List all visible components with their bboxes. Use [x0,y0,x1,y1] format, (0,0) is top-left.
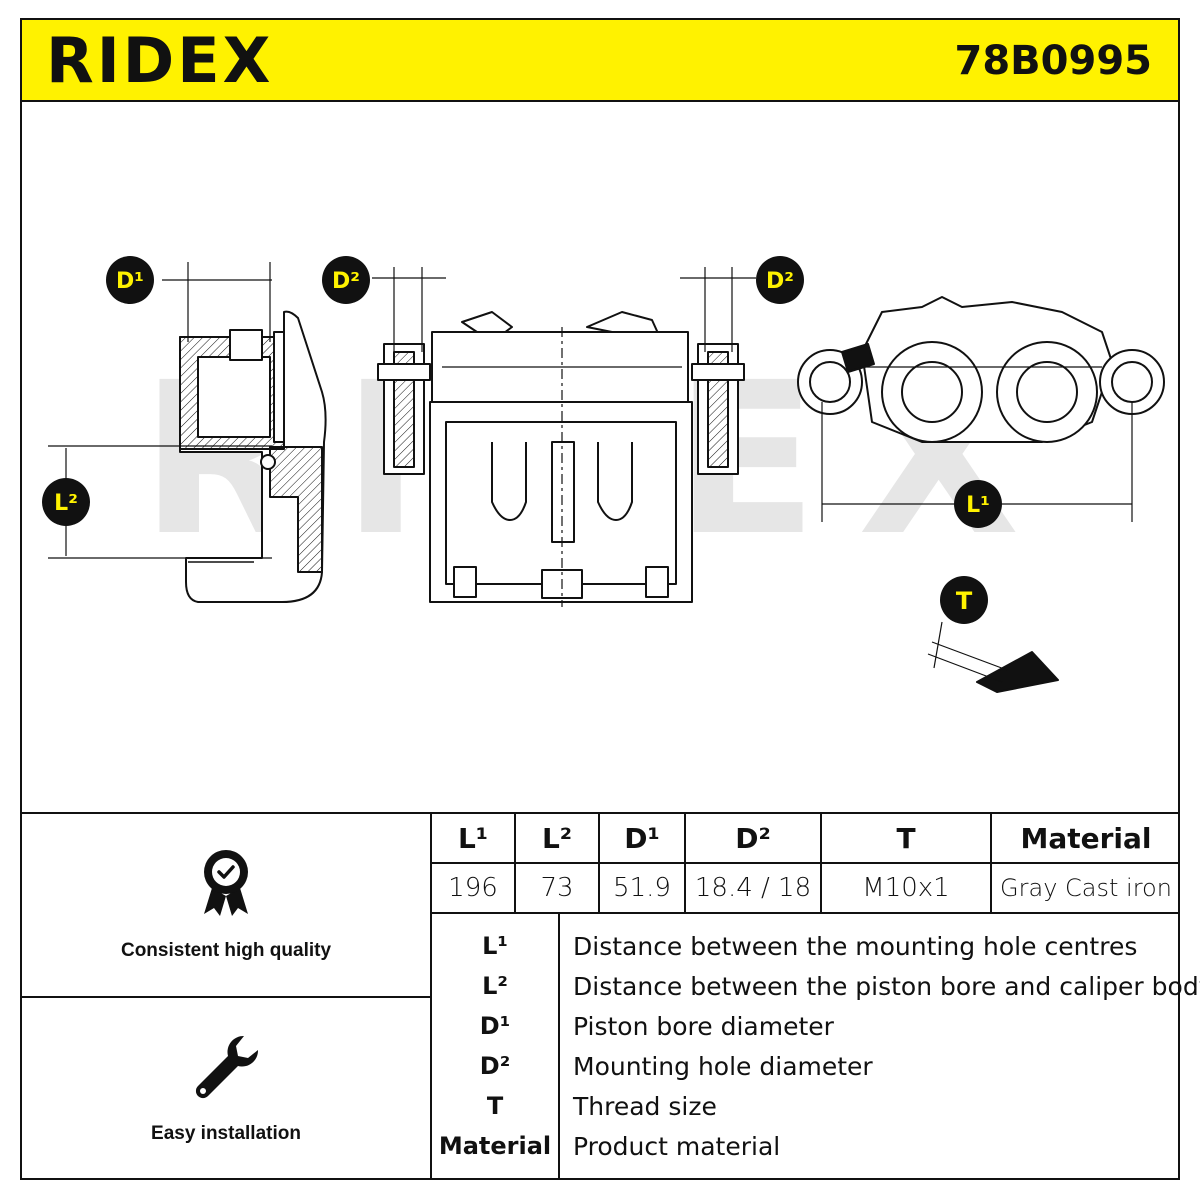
spec-col-divider [990,812,992,912]
label-l2: L² [42,478,90,526]
spec-value-d2: 18.4 / 18 [694,873,812,903]
label-d2-right: D² [756,256,804,304]
spec-col-divider [820,812,822,912]
glossary-desc: Mounting hole diameter [573,1052,873,1081]
caliper-side-section [179,310,327,603]
glossary-desc: Piston bore diameter [573,1012,834,1041]
divider-features-mid [20,996,432,998]
glossary-key: Material [438,1132,552,1160]
feature-label-quality: Consistent high quality [120,940,332,961]
glossary-key: L¹ [482,932,508,960]
spec-header-l2: L² [541,821,573,855]
glossary-desc: Distance between the piston bore and cal… [573,972,1200,1001]
spec-value-d1: 51.9 [613,873,671,903]
caliper-front-view [377,311,745,607]
spec-header-d1: D¹ [624,821,660,855]
svg-text:L¹: L¹ [966,493,990,518]
glossary-desc: Thread size [573,1092,717,1121]
spec-value-t: M10x1 [862,873,950,903]
glossary-key: D¹ [479,1012,511,1040]
glossary-key: D² [479,1052,511,1080]
divider-bottom-top [20,812,1180,814]
spec-header-l1: L¹ [457,821,489,855]
brand-logo: RIDEX [46,24,274,97]
svg-text:D²: D² [332,269,360,294]
label-d2-left: D² [322,256,370,304]
part-number: 78B0995 [954,38,1152,84]
quality-badge-icon [204,850,248,916]
svg-text:T: T [956,587,973,615]
divider-glossary [558,912,560,1180]
glossary-key: T [486,1092,504,1120]
divider-spec-header [430,862,1180,864]
glossary-key: L² [482,972,508,1000]
spec-col-divider [684,812,686,912]
thread-detail [927,621,1059,693]
glossary-desc: Distance between the mounting hole centr… [573,932,1138,961]
caliper-top-view [797,296,1165,443]
spec-value-l2: 73 [540,873,574,903]
spec-col-divider [514,812,516,912]
divider-spec-values [430,912,1180,914]
spec-header-d2: D² [735,821,771,855]
svg-text:L²: L² [54,491,78,516]
spec-header-material: Material [1020,821,1152,855]
label-l1: L¹ [954,480,1002,528]
spec-header-t: T [896,821,916,855]
label-t: T [940,576,988,624]
svg-text:D¹: D¹ [116,269,144,294]
technical-drawing: RIDEX [42,256,1165,693]
spec-col-divider [598,812,600,912]
glossary-desc: Product material [573,1132,781,1161]
spec-value-l1: 196 [448,873,498,903]
spec-value-material: Gray Cast iron [1000,874,1172,902]
feature-label-installation: Easy installation [151,1123,301,1144]
label-d1: D¹ [106,256,154,304]
wrench-icon [195,1035,259,1099]
header-bar: RIDEX 78B0995 [20,18,1180,102]
svg-text:D²: D² [766,269,794,294]
